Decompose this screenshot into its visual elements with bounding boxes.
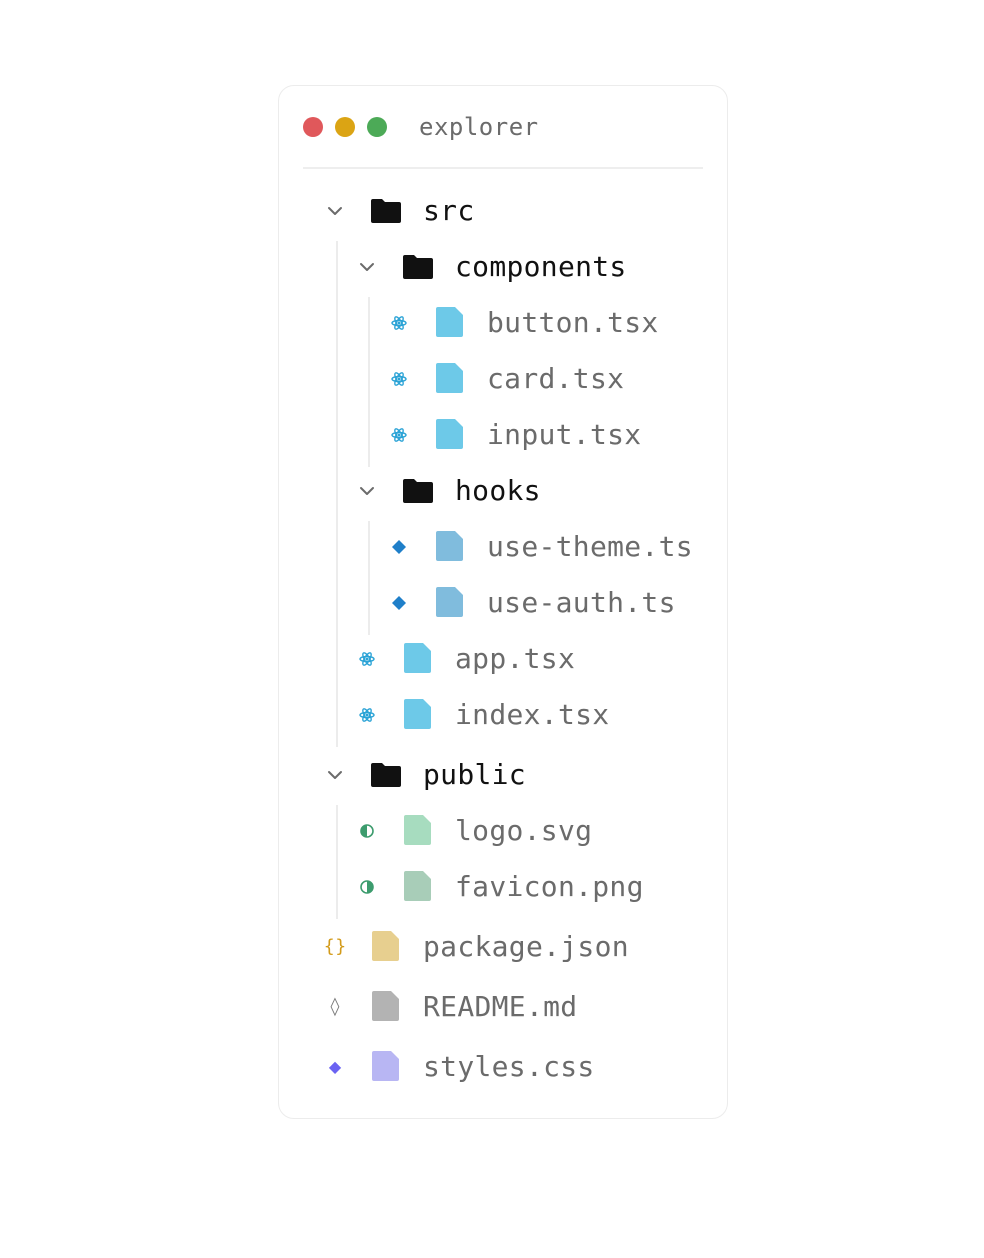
indent-guide-public xyxy=(336,805,338,919)
tree-row-file-logo-svg[interactable]: logo.svg xyxy=(279,811,709,851)
chevron-down-icon[interactable] xyxy=(355,479,379,503)
tree-row-folder-public[interactable]: public xyxy=(279,755,709,795)
indent-guide-hooks xyxy=(368,521,370,635)
tree-item-label: components xyxy=(455,250,627,283)
chevron-down-icon[interactable] xyxy=(323,199,347,223)
react-icon xyxy=(359,708,375,722)
folder-icon xyxy=(403,479,433,503)
tree-item-label: use-theme.ts xyxy=(487,530,693,563)
file-icon xyxy=(404,699,431,729)
tree-item-label: favicon.png xyxy=(455,870,644,903)
tree-item-label: hooks xyxy=(455,474,541,507)
file-icon xyxy=(436,531,463,561)
file-icon xyxy=(372,931,399,961)
tree-item-label: logo.svg xyxy=(455,814,593,847)
file-icon xyxy=(436,419,463,449)
tree-item-label: public xyxy=(423,758,526,791)
typescript-diamond-icon xyxy=(392,596,406,610)
tree-row-file-app-tsx[interactable]: app.tsx xyxy=(279,639,709,679)
minimize-button[interactable] xyxy=(335,117,355,137)
chevron-down-icon[interactable] xyxy=(355,255,379,279)
tree-row-file-favicon-png[interactable]: favicon.png xyxy=(279,867,709,907)
tree-item-label: button.tsx xyxy=(487,306,659,339)
explorer-panel: explorer src components button.tsx card.… xyxy=(278,85,728,1119)
file-icon xyxy=(372,991,399,1021)
file-icon xyxy=(404,815,431,845)
tree-item-label: index.tsx xyxy=(455,698,610,731)
maximize-button[interactable] xyxy=(367,117,387,137)
tree-item-label: app.tsx xyxy=(455,642,576,675)
tree-item-label: use-auth.ts xyxy=(487,586,676,619)
folder-icon xyxy=(403,255,433,279)
window-title: explorer xyxy=(419,113,539,141)
tree-row-file-card-tsx[interactable]: card.tsx xyxy=(279,359,709,399)
close-button[interactable] xyxy=(303,117,323,137)
file-icon xyxy=(436,363,463,393)
tree-item-label: styles.css xyxy=(423,1050,595,1083)
file-icon xyxy=(372,1051,399,1081)
indent-guide-components xyxy=(368,297,370,467)
tree-item-label: card.tsx xyxy=(487,362,625,395)
react-icon xyxy=(391,372,407,386)
tree-row-file-use-auth-ts[interactable]: use-auth.ts xyxy=(279,583,709,623)
tree-item-label: README.md xyxy=(423,990,578,1023)
react-icon xyxy=(391,428,407,442)
tree-row-folder-src[interactable]: src xyxy=(279,191,709,231)
tree-item-label: input.tsx xyxy=(487,418,642,451)
folder-icon xyxy=(371,763,401,787)
tree-row-file-package-json[interactable]: {} package.json xyxy=(279,927,709,967)
tree-item-label: src xyxy=(423,194,475,227)
file-icon xyxy=(404,871,431,901)
react-icon xyxy=(359,652,375,666)
tree-row-file-styles-css[interactable]: ◆ styles.css xyxy=(279,1047,709,1087)
typescript-diamond-icon xyxy=(392,540,406,554)
title-divider xyxy=(303,167,703,169)
tree-row-file-readme-md[interactable]: ◊ README.md xyxy=(279,987,709,1027)
tree-item-label: package.json xyxy=(423,930,629,963)
tree-row-file-button-tsx[interactable]: button.tsx xyxy=(279,303,709,343)
file-icon xyxy=(404,643,431,673)
tree-row-folder-components[interactable]: components xyxy=(279,247,709,287)
file-icon xyxy=(436,307,463,337)
tree-row-file-input-tsx[interactable]: input.tsx xyxy=(279,415,709,455)
braces-icon: {} xyxy=(323,936,347,957)
react-icon xyxy=(391,316,407,330)
folder-icon xyxy=(371,199,401,223)
tree-row-folder-hooks[interactable]: hooks xyxy=(279,471,709,511)
indent-guide-src xyxy=(336,241,338,747)
tree-row-file-index-tsx[interactable]: index.tsx xyxy=(279,695,709,735)
tree-row-file-use-theme-ts[interactable]: use-theme.ts xyxy=(279,527,709,567)
half-circle-icon xyxy=(360,880,374,894)
file-icon xyxy=(436,587,463,617)
title-bar: explorer xyxy=(279,86,727,168)
half-circle-icon xyxy=(360,824,374,838)
lozenge-icon: ◊ xyxy=(330,996,340,1017)
css-diamond-icon: ◆ xyxy=(328,1057,342,1076)
chevron-down-icon[interactable] xyxy=(323,763,347,787)
